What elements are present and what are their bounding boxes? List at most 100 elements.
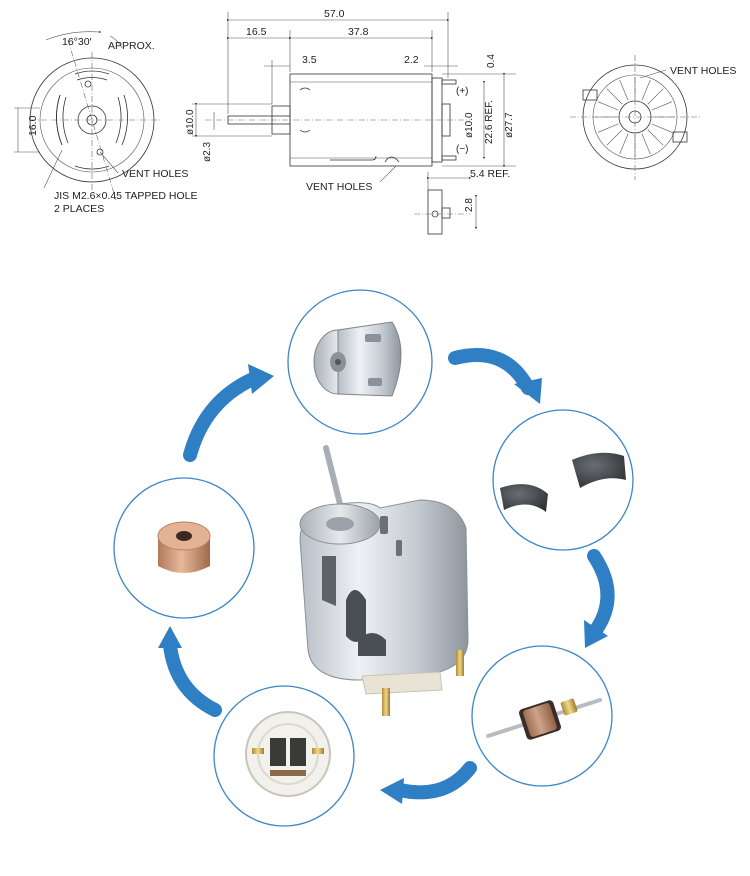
- housing-shaft-hole: [335, 359, 341, 365]
- arrow-head-icon: [248, 364, 274, 394]
- brush-right: [290, 738, 306, 766]
- dim-16-5-label: 16.5: [246, 26, 267, 38]
- curved-arrow-icon: [163, 638, 222, 717]
- dim-shaft-small-label: ø2.3: [202, 142, 213, 162]
- magnet-right: [572, 452, 626, 488]
- vent-hole: [384, 156, 400, 163]
- component-end-cap: [213, 685, 355, 827]
- housing-vent: [368, 378, 382, 386]
- rear-rib: [619, 79, 629, 101]
- arrow-head-icon: [158, 626, 182, 648]
- vent-slot: [121, 94, 128, 146]
- side-view: 57.0 16.5 37.8 3.5 2.2 0.4 ø10.0 ø2.3 ø1…: [185, 8, 516, 235]
- arrow-head-icon: [584, 620, 608, 648]
- motor-front-boss: [326, 517, 354, 531]
- rear-terminal: [582, 89, 598, 101]
- housing-vent: [365, 334, 381, 342]
- curved-arrow-icon: [448, 348, 535, 395]
- vent-hole: [299, 87, 311, 91]
- curved-arrow-icon: [587, 549, 615, 637]
- vent-hole: [299, 129, 311, 133]
- dim-0-4-label: 0.4: [486, 54, 497, 68]
- arrow-head-icon: [514, 378, 542, 404]
- minus-label: (−): [456, 144, 469, 155]
- rear-terminal: [672, 131, 688, 143]
- tapped-hole-label: JIS M2.6×0.45 TAPPED HOLE: [54, 190, 197, 202]
- leader-line: [99, 151, 119, 174]
- component-armature: [471, 645, 613, 787]
- bearing-hole: [176, 531, 192, 541]
- rear-rib: [641, 79, 651, 101]
- dim-shaft-dia-label: ø10.0: [185, 109, 196, 135]
- dim-5-4-label: 5.4 REF.: [470, 168, 510, 180]
- dim-37-8-label: 37.8: [348, 26, 369, 38]
- rear-rib: [641, 133, 651, 155]
- approx-label: APPROX.: [108, 40, 155, 52]
- motor-rivet: [380, 516, 388, 534]
- shaft-outline: [227, 115, 291, 125]
- leader-line: [639, 69, 667, 79]
- dim-27-7-label: ø27.7: [504, 112, 515, 138]
- arrow-head-icon: [380, 778, 404, 804]
- vent-holes-label: VENT HOLES: [122, 168, 188, 180]
- technical-drawing: 16°30′ APPROX. 16.0 VENT HOLES JIS M2.6×…: [14, 8, 736, 235]
- angle-arc: [109, 35, 123, 49]
- brush-spring: [270, 770, 306, 776]
- motor-rivet: [396, 540, 402, 556]
- vent-hole: [330, 155, 377, 161]
- rear-ribs: [595, 77, 675, 157]
- terminal-plus: [441, 79, 457, 85]
- plus-label: (+): [456, 86, 469, 97]
- side-vent-label: VENT HOLES: [306, 181, 372, 193]
- leader-line: [43, 149, 63, 189]
- curved-arrow-icon: [183, 371, 262, 462]
- brush-left: [270, 738, 286, 766]
- dim-rear-boss-label: ø10.0: [464, 112, 475, 138]
- component-magnets: [492, 409, 634, 551]
- component-motor-housing: [287, 289, 433, 435]
- terminal-detail: [427, 189, 443, 235]
- dim-3-5-label: 3.5: [302, 54, 317, 66]
- rear-rib: [651, 101, 673, 111]
- rear-rib: [619, 133, 629, 155]
- component-cycle: [113, 289, 634, 827]
- rear-vent-label: VENT HOLES: [670, 65, 736, 77]
- angle-arc: [45, 30, 102, 41]
- rear-rib: [651, 123, 673, 133]
- rear-rib: [647, 88, 664, 105]
- center-line: [67, 39, 117, 201]
- leader-line: [379, 165, 397, 183]
- armature-windings: [523, 703, 557, 737]
- places-label: 2 PLACES: [54, 203, 104, 215]
- dim-57-label: 57.0: [324, 8, 345, 20]
- motor-end-cap: [361, 671, 443, 695]
- rear-rib: [597, 101, 619, 111]
- terminal-tab: [441, 207, 451, 219]
- motor-vent: [346, 590, 366, 642]
- dim-16-label: 16.0: [27, 115, 39, 136]
- motor-vent: [358, 633, 386, 656]
- armature-commutator: [560, 698, 578, 716]
- end-cap-terminal: [252, 748, 264, 754]
- component-bearing: [113, 477, 255, 619]
- dim-2-2-label: 2.2: [404, 54, 419, 66]
- curved-arrow-icon: [393, 761, 477, 800]
- rear-rib: [606, 88, 623, 105]
- rear-boss: [618, 100, 652, 134]
- housing-body: [337, 321, 402, 397]
- tapped-hole: [96, 148, 104, 156]
- motor-terminal: [382, 688, 390, 716]
- tapped-hole: [84, 80, 92, 88]
- dim-22-6-label: 22.6 REF.: [484, 100, 495, 144]
- magnet-left: [500, 484, 548, 512]
- rear-rib: [647, 129, 664, 146]
- rear-view: VENT HOLES: [570, 55, 736, 180]
- rear-rib: [606, 129, 623, 146]
- angle-label: 16°30′: [62, 36, 92, 48]
- dim-2-8-label: 2.8: [464, 198, 475, 212]
- motor-vent: [322, 556, 336, 606]
- terminal-minus: [441, 155, 457, 161]
- central-motor: [299, 445, 469, 716]
- front-view: 16°30′ APPROX. 16.0 VENT HOLES JIS M2.6×…: [14, 30, 197, 215]
